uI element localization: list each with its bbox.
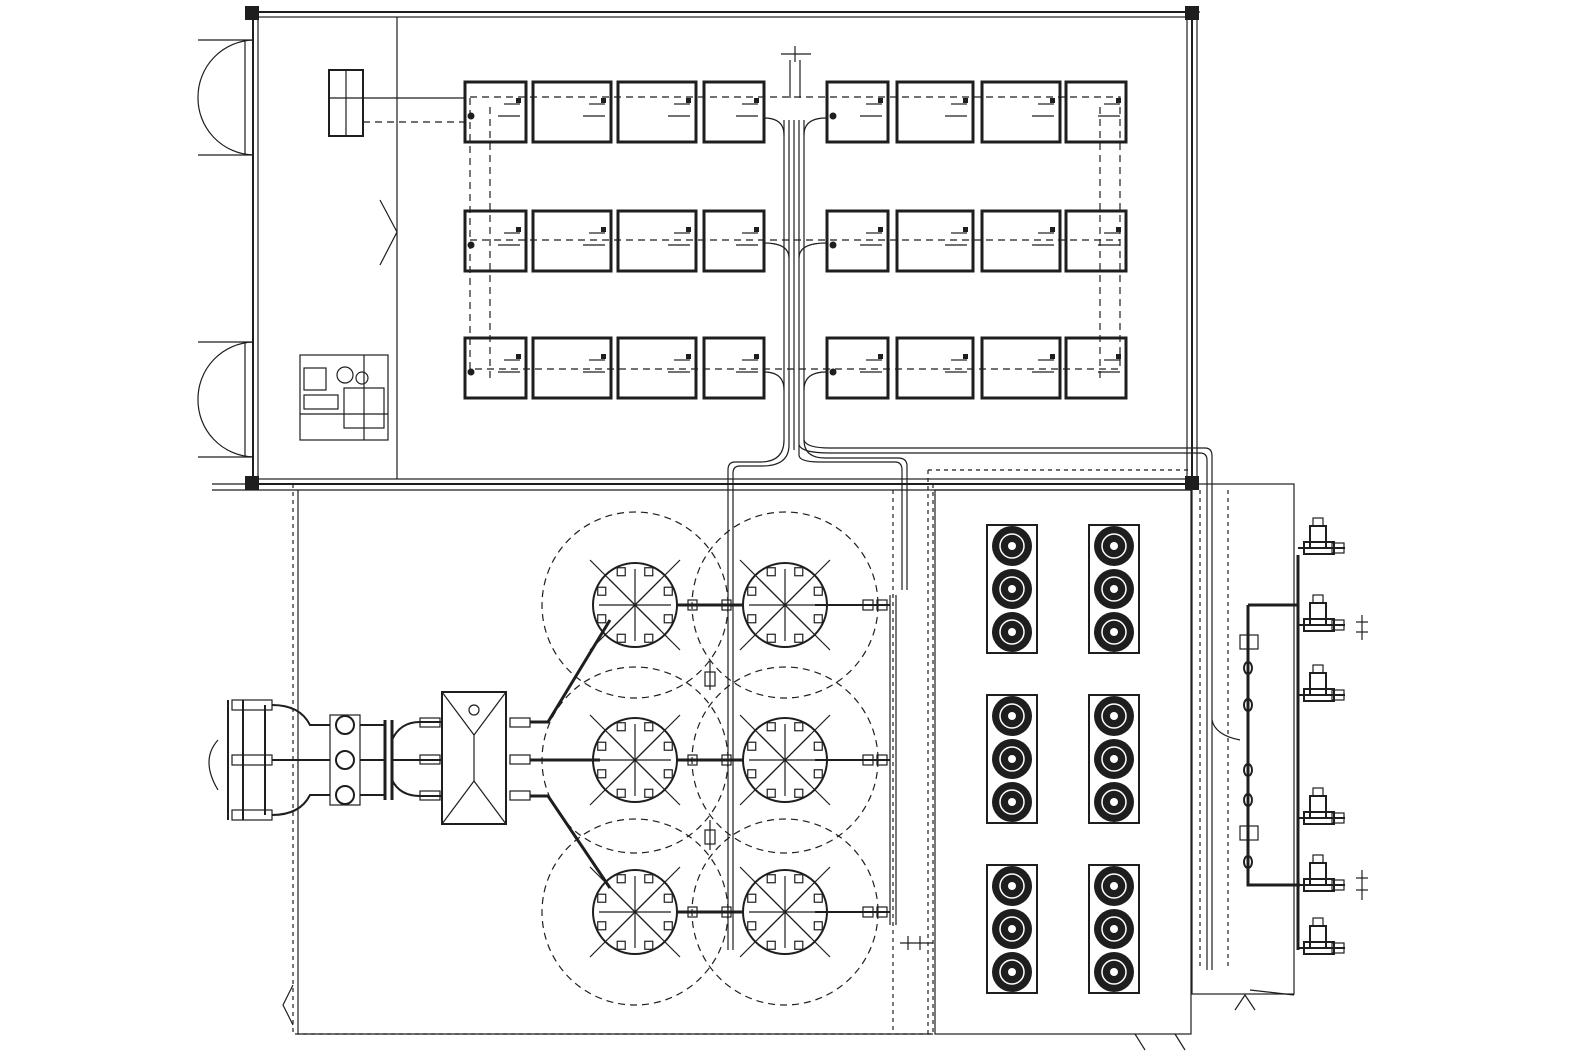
fan-banks	[986, 524, 1140, 994]
control-equipment	[299, 354, 389, 441]
distribution-box	[441, 619, 612, 889]
unit-r-2-2	[895, 209, 975, 273]
fan-bank-1	[986, 524, 1038, 654]
unit-l-3-1	[463, 336, 528, 400]
unit-l-2-1	[463, 209, 528, 273]
electrical-panel	[328, 69, 465, 137]
unit-l-3-4	[702, 336, 766, 400]
fan-bank-2	[1088, 524, 1140, 654]
upper-hall	[197, 6, 1213, 950]
unit-r-3-1	[825, 336, 890, 400]
unit-l-1-3	[616, 80, 698, 144]
unit-l-2-4	[702, 209, 766, 273]
fan-bank-4	[1088, 694, 1140, 824]
pump-3	[1298, 664, 1345, 702]
cooler-room	[927, 469, 1192, 1051]
unit-r-1-4	[1064, 80, 1128, 144]
unit-r-1-1	[825, 80, 890, 144]
pump-4	[1298, 787, 1345, 825]
column-ne	[1185, 6, 1199, 20]
unit-l-1-1	[463, 80, 528, 144]
unit-r-3-3	[980, 336, 1062, 400]
inlet-manifold	[208, 699, 442, 821]
unit-r-3-4	[1064, 336, 1128, 400]
fan-bank-5	[986, 864, 1038, 994]
tank-array	[541, 511, 879, 1006]
header-pipe-bundle	[727, 46, 1213, 950]
unit-r-2-4	[1064, 209, 1128, 273]
column-sw	[245, 476, 259, 490]
unit-l-1-4	[702, 80, 766, 144]
exterior-valve-upper	[1356, 615, 1368, 640]
unit-r-3-2	[895, 336, 975, 400]
unit-l-3-2	[531, 336, 613, 400]
pump-2	[1298, 594, 1345, 632]
unit-grid	[463, 80, 1128, 400]
tank-1	[541, 511, 729, 699]
pump-annex	[1191, 483, 1368, 1011]
tank-3	[541, 666, 729, 854]
unit-l-2-3	[616, 209, 698, 273]
pump-set	[1298, 517, 1345, 955]
fan-bank-3	[986, 694, 1038, 824]
double-door-upper	[197, 39, 254, 156]
unit-l-2-2	[531, 209, 613, 273]
lower-tank-hall	[208, 483, 1192, 1035]
unit-l-1-2	[531, 80, 613, 144]
outlet-valves	[704, 595, 897, 925]
fan-bank-6	[1088, 864, 1140, 994]
unit-r-1-3	[980, 80, 1062, 144]
column-nw	[245, 6, 259, 20]
exterior-valve-lower	[1356, 870, 1368, 900]
double-door-lower	[197, 341, 254, 458]
pump-5	[1298, 854, 1345, 892]
pump-1	[1298, 517, 1345, 555]
unit-l-3-3	[616, 336, 698, 400]
column-se	[1185, 476, 1199, 490]
unit-r-2-1	[825, 209, 890, 273]
unit-r-1-2	[895, 80, 975, 144]
pump-header	[1239, 555, 1300, 950]
unit-r-2-3	[980, 209, 1062, 273]
pump-6	[1298, 917, 1345, 955]
